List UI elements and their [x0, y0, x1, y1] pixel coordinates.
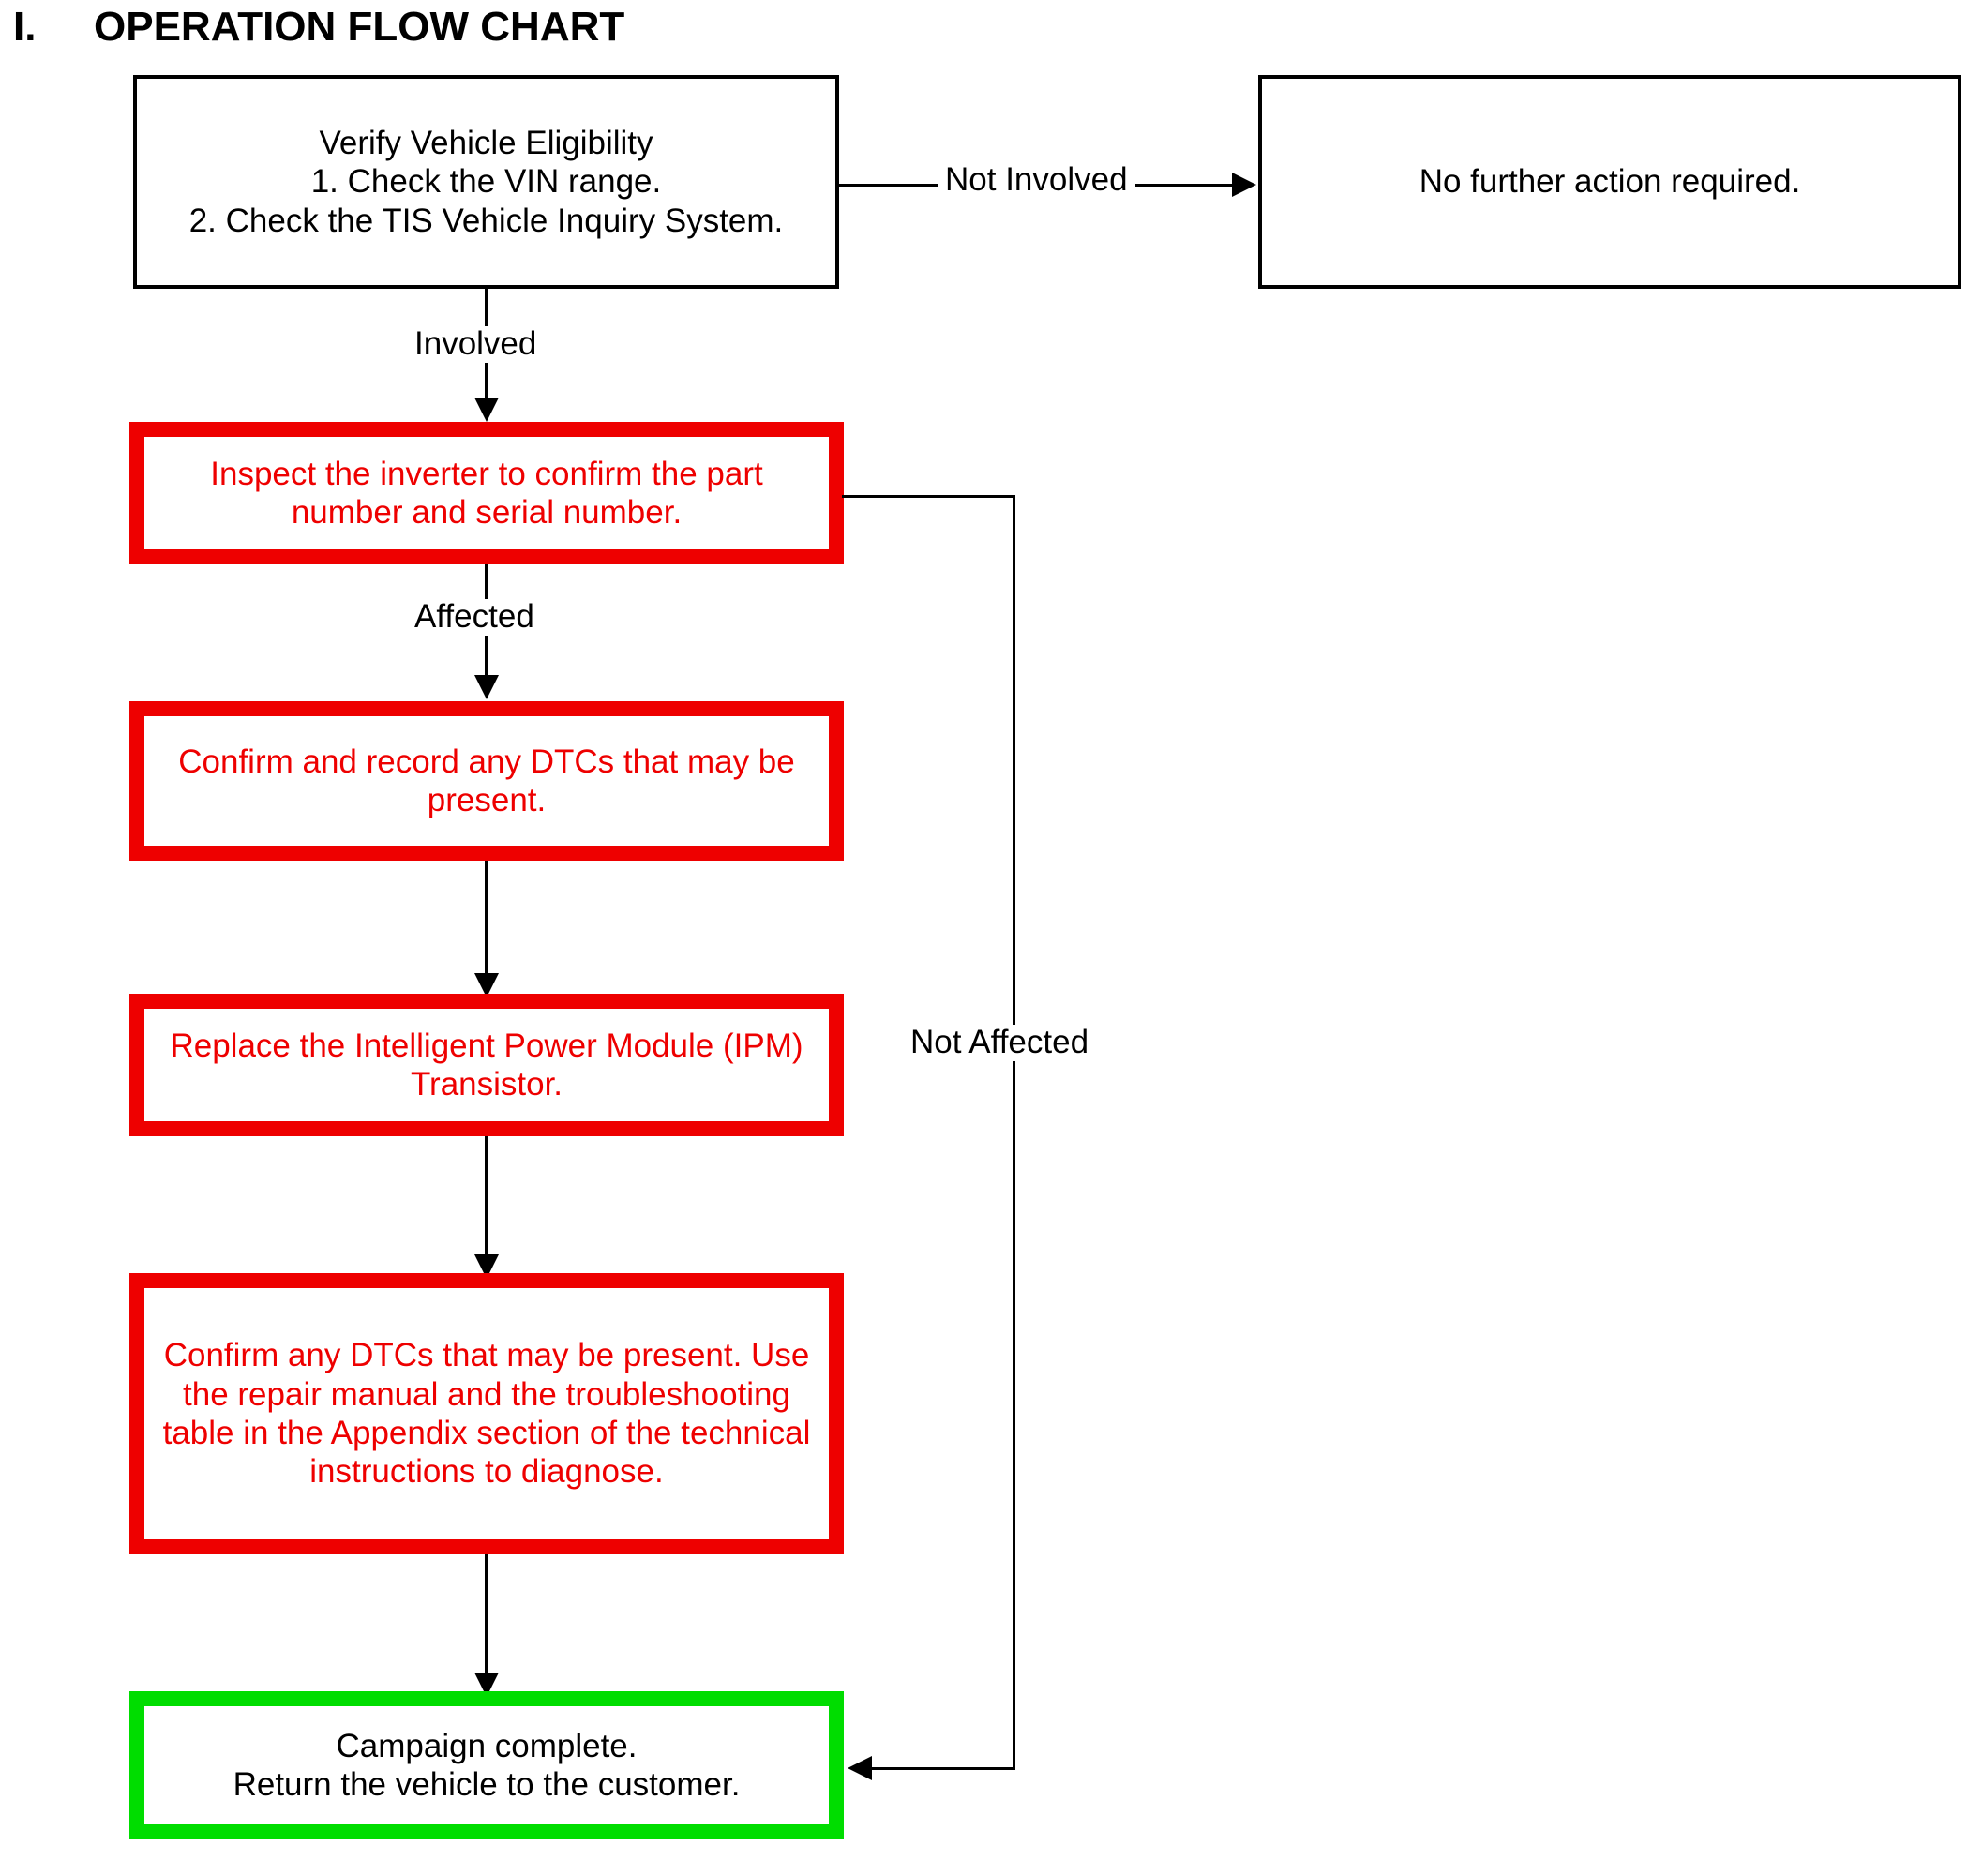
- node-confirm-dtcs[interactable]: Confirm any DTCs that may be present. Us…: [129, 1273, 844, 1554]
- edge-replace-to-confirm-line: [485, 1136, 488, 1256]
- edge-label-involved: Involved: [407, 325, 545, 363]
- edge-label-not-affected: Not Affected: [903, 1024, 1097, 1061]
- node-no-further-action[interactable]: No further action required.: [1258, 75, 1961, 289]
- edge-not-affected-bottom-segment: [872, 1767, 1015, 1770]
- edge-not-affected-top-segment: [842, 495, 1015, 498]
- node-confirm-dtcs-text: Confirm any DTCs that may be present. Us…: [162, 1337, 811, 1491]
- edge-not-affected-arrowhead: [848, 1756, 872, 1780]
- edge-not-involved-arrowhead: [1232, 173, 1256, 197]
- node-replace-ipm[interactable]: Replace the Intelligent Power Module (IP…: [129, 994, 844, 1136]
- node-campaign-complete[interactable]: Campaign complete. Return the vehicle to…: [129, 1691, 844, 1839]
- node-record-dtcs[interactable]: Confirm and record any DTCs that may be …: [129, 701, 844, 861]
- edge-affected-arrowhead: [474, 675, 499, 699]
- page-title-numeral: I.: [13, 4, 37, 50]
- node-verify-vehicle-eligibility[interactable]: Verify Vehicle Eligibility 1. Check the …: [133, 75, 839, 289]
- edge-label-not-involved: Not Involved: [938, 161, 1135, 199]
- node-no-further-action-text: No further action required.: [1419, 163, 1801, 201]
- edge-confirm-to-complete-line: [485, 1554, 488, 1674]
- node-record-dtcs-text: Confirm and record any DTCs that may be …: [178, 743, 795, 818]
- edge-record-to-replace-line: [485, 861, 488, 975]
- node-replace-ipm-text: Replace the Intelligent Power Module (IP…: [170, 1027, 803, 1103]
- edge-label-affected: Affected: [407, 598, 542, 636]
- page-title-text: OPERATION FLOW CHART: [94, 4, 625, 50]
- node-campaign-complete-text: Campaign complete. Return the vehicle to…: [233, 1727, 741, 1803]
- page-title: I. OPERATION FLOW CHART: [13, 0, 857, 54]
- node-verify-vehicle-eligibility-text: Verify Vehicle Eligibility 1. Check the …: [188, 125, 784, 239]
- node-inspect-inverter-text: Inspect the inverter to confirm the part…: [210, 455, 763, 531]
- node-inspect-inverter[interactable]: Inspect the inverter to confirm the part…: [129, 422, 844, 564]
- edge-involved-arrowhead: [474, 398, 499, 422]
- edge-not-affected-vertical-segment: [1013, 495, 1015, 1770]
- edge-record-to-replace-arrowhead: [474, 973, 499, 998]
